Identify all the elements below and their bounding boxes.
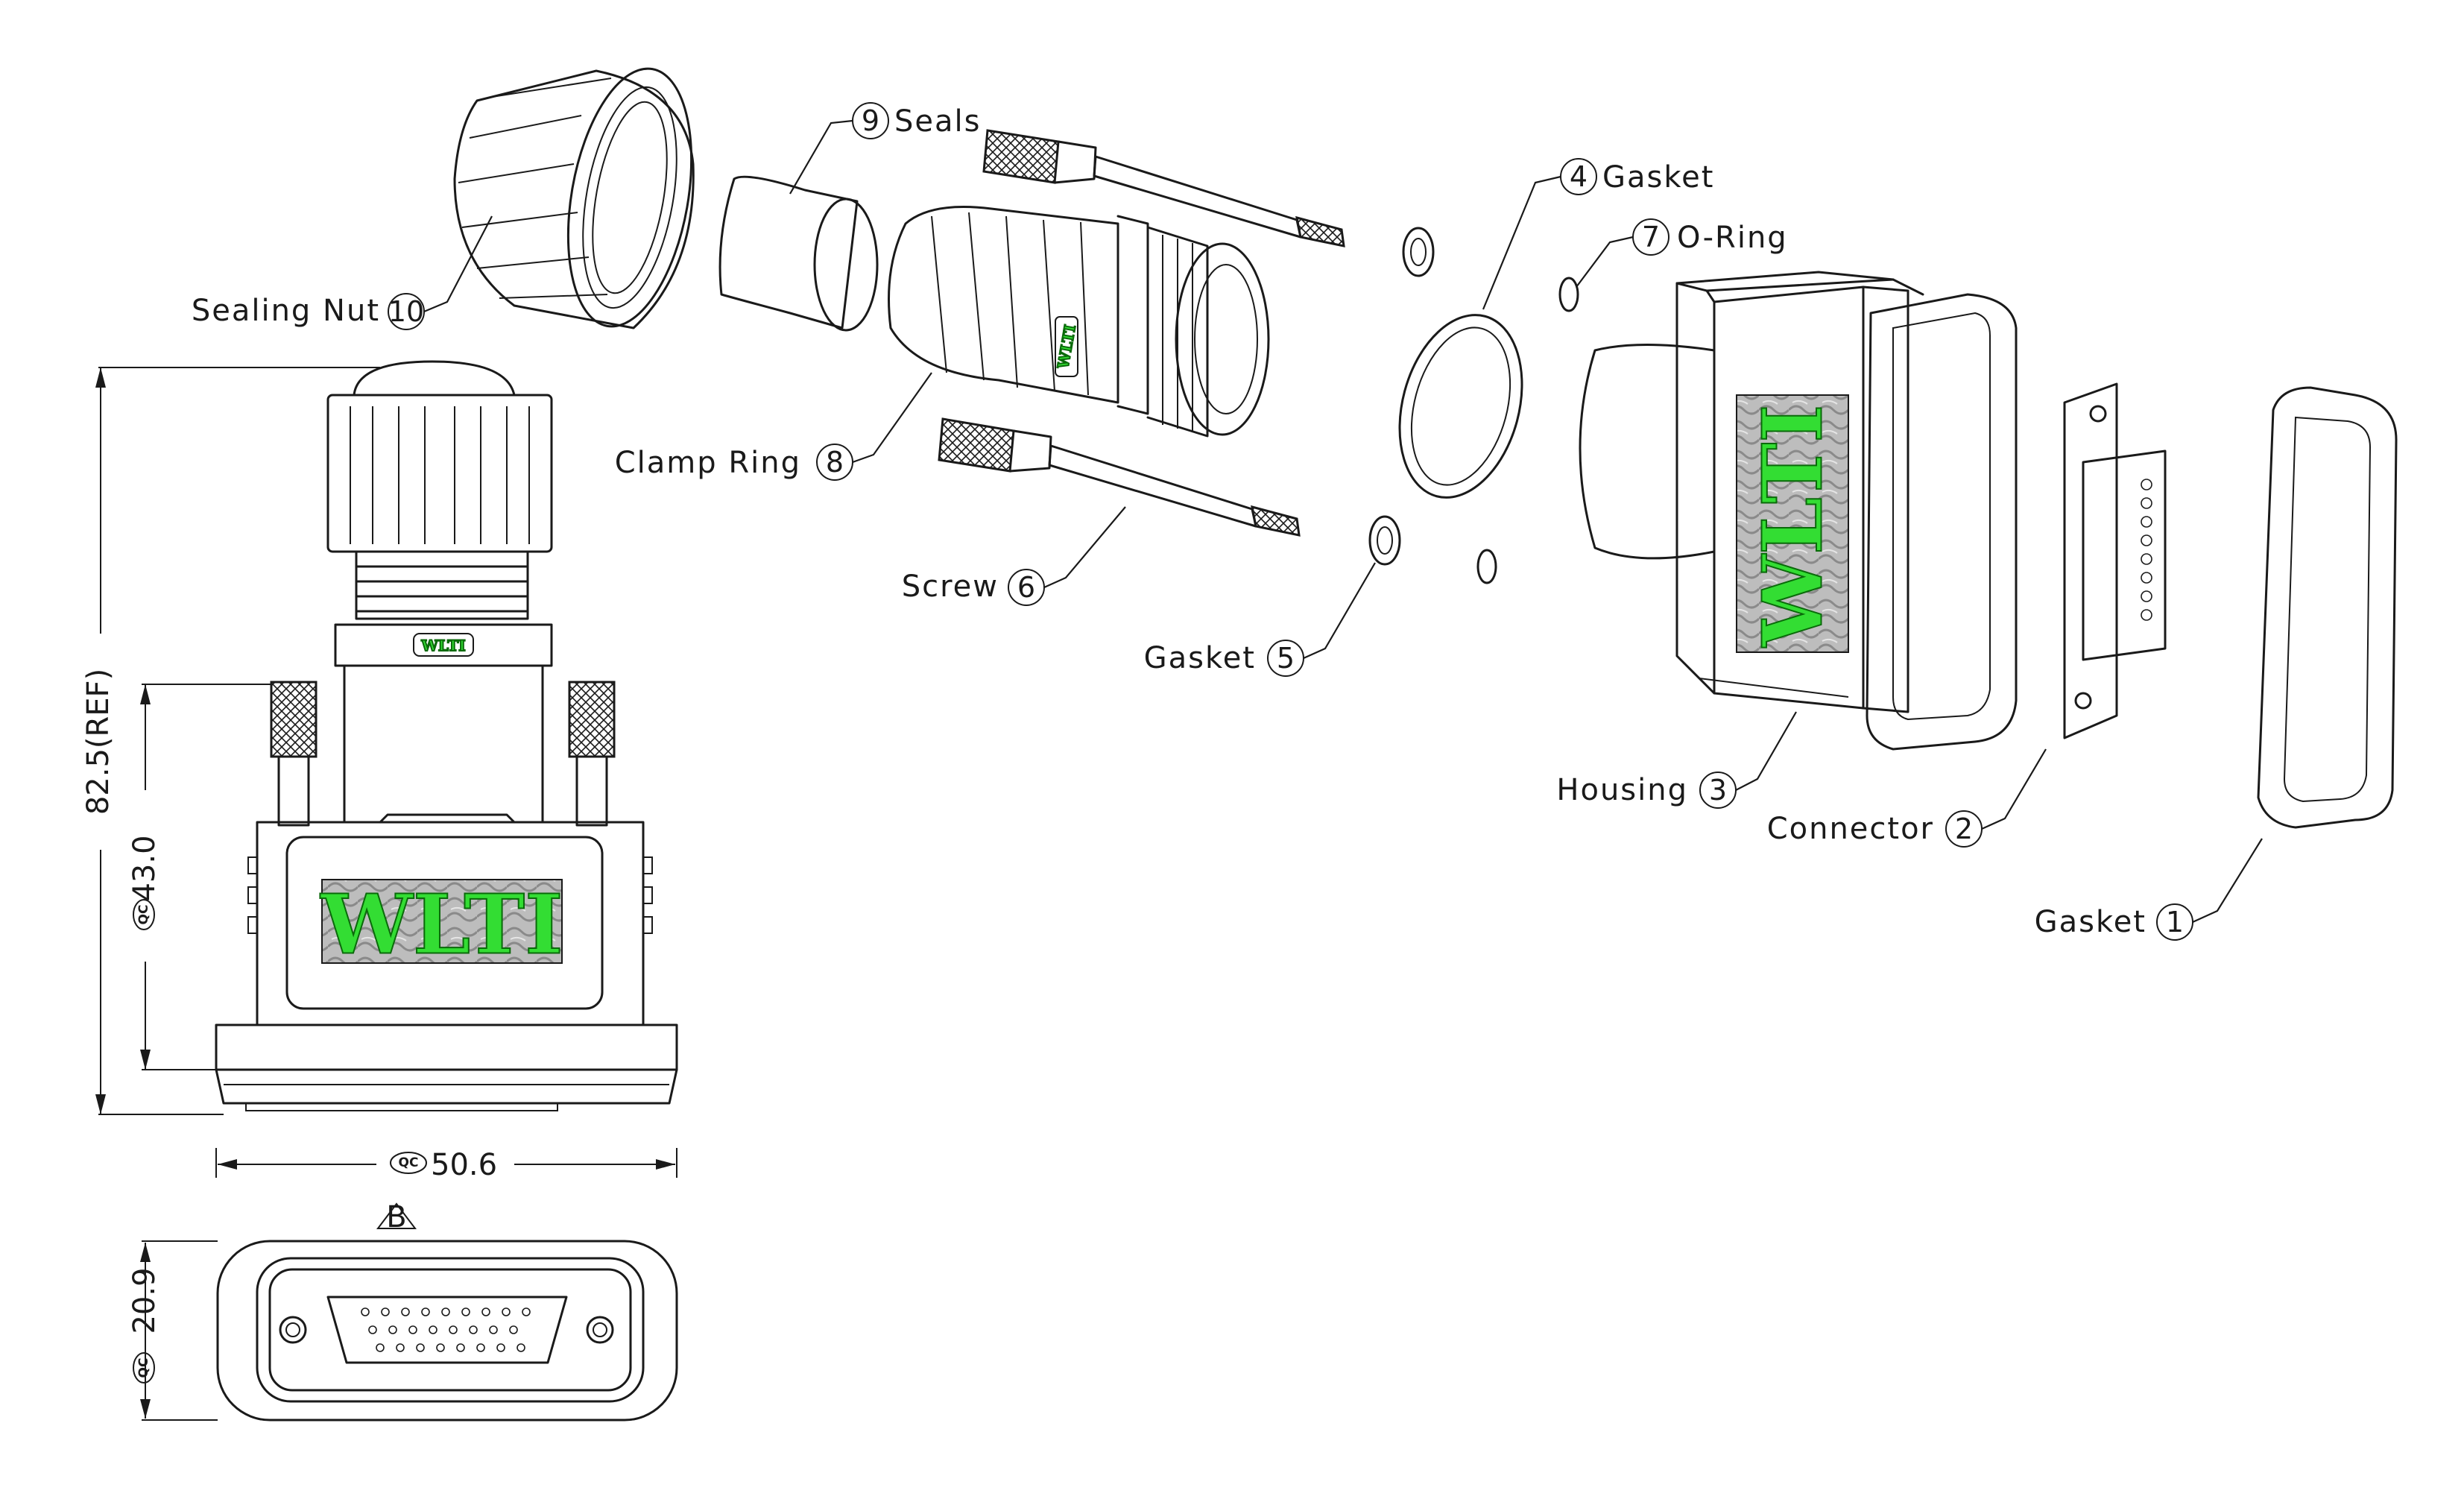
left-screw-shank — [277, 755, 310, 827]
dsub-shell — [326, 1296, 568, 1364]
bottom-inner-frame — [256, 1257, 645, 1403]
housing-window — [285, 836, 604, 1010]
part-clamp-ring: WLTI — [888, 206, 1270, 438]
callout-1: Gasket 1 — [2035, 838, 2263, 941]
svg-text:8: 8 — [826, 446, 844, 479]
front-view: WLTI WLTI — [215, 360, 678, 1111]
svg-text:Clamp Ring: Clamp Ring — [615, 446, 801, 480]
svg-text:Sealing Nut: Sealing Nut — [192, 294, 380, 328]
front-logo-plate — [321, 879, 563, 964]
neck — [343, 664, 544, 824]
front-logo-text: WLTI — [320, 877, 563, 973]
dim-overall-height: 82.5(REF) — [81, 669, 116, 815]
part-small-washer-upper — [1402, 227, 1435, 277]
svg-text:QC: QC — [136, 905, 151, 925]
dim-width: 50.6 — [431, 1148, 497, 1182]
svg-text:4: 4 — [1570, 160, 1588, 193]
callout-6: Screw 6 — [902, 506, 1126, 606]
part-housing: WLTI — [1579, 271, 2018, 751]
left-screw-knurl — [270, 681, 318, 758]
callout-10: Sealing Nut 10 — [192, 215, 493, 330]
callout-8: Clamp Ring 8 — [615, 372, 932, 481]
dim-depth: 20.9 — [127, 1267, 162, 1334]
part-screw-upper — [982, 129, 1345, 247]
nut-dome — [353, 360, 516, 397]
housing-top-lip — [379, 813, 516, 824]
part-o-ring-upper — [1558, 277, 1579, 312]
svg-text:1: 1 — [2166, 906, 2184, 938]
svg-text:2: 2 — [1955, 813, 1973, 845]
right-screw-knurl — [568, 681, 616, 758]
callout-3: Housing 3 — [1556, 711, 1797, 809]
housing-logo: WLTI — [1745, 404, 1841, 647]
part-sealing-nut — [453, 67, 695, 329]
svg-text:Gasket: Gasket — [1602, 160, 1714, 195]
bottom-outer-gasket — [216, 1240, 678, 1422]
callout-5: Gasket 5 — [1144, 562, 1376, 677]
svg-text:Gasket: Gasket — [1144, 641, 1256, 675]
svg-text:O-Ring: O-Ring — [1677, 221, 1788, 255]
svg-text:Connector: Connector — [1767, 812, 1934, 846]
nut-body — [326, 394, 553, 553]
part-gasket-5 — [1368, 515, 1401, 566]
collar-logo-text: WLTI — [420, 637, 465, 654]
callout-9: 9 Seals — [789, 102, 981, 195]
datum-label: B — [386, 1200, 406, 1234]
part-connector — [2063, 382, 2167, 739]
svg-text:5: 5 — [1277, 642, 1295, 675]
dsub-pins — [361, 1307, 531, 1352]
svg-text:Seals: Seals — [894, 104, 981, 139]
datum-triangle — [376, 1202, 417, 1229]
svg-text:Screw: Screw — [902, 569, 999, 604]
svg-text:Housing: Housing — [1556, 773, 1688, 807]
callout-7: 7 O-Ring — [1576, 218, 1788, 288]
callout-2: Connector 2 — [1767, 748, 2047, 848]
part-gasket-4 — [1398, 314, 1523, 499]
svg-text:6: 6 — [1017, 571, 1035, 604]
front-dimensions: 82.5(REF) 43.0 QC — [81, 367, 380, 1115]
clamp-ring-logo: WLTI — [1054, 324, 1079, 370]
svg-text:QC: QC — [136, 1358, 151, 1378]
housing-side-bumps — [247, 856, 653, 934]
callout-4: 4 Gasket — [1482, 158, 1714, 310]
thread — [355, 550, 529, 620]
part-gasket-1 — [2257, 386, 2398, 829]
bottom-view: QC 50.6 B 20.9 QC — [127, 1148, 678, 1422]
svg-text:QC: QC — [399, 1155, 419, 1170]
collar-logo-badge — [413, 633, 474, 657]
svg-text:9: 9 — [862, 104, 879, 137]
bottom-mount-hole-left — [279, 1316, 307, 1344]
nut-ribs — [350, 406, 530, 544]
svg-text:10: 10 — [388, 295, 424, 328]
part-o-ring-lower — [1476, 549, 1497, 584]
svg-text:7: 7 — [1642, 221, 1660, 253]
base-lower — [215, 1068, 678, 1105]
bottom-mount-hole-right — [586, 1316, 614, 1344]
right-screw-shank — [575, 755, 608, 827]
base-flange — [215, 1023, 678, 1071]
svg-text:Gasket: Gasket — [2035, 905, 2146, 939]
part-screw-lower — [938, 417, 1301, 537]
dim-body-height: 43.0 — [127, 835, 162, 901]
part-seal-sleeve — [718, 175, 879, 332]
svg-text:3: 3 — [1709, 774, 1727, 807]
